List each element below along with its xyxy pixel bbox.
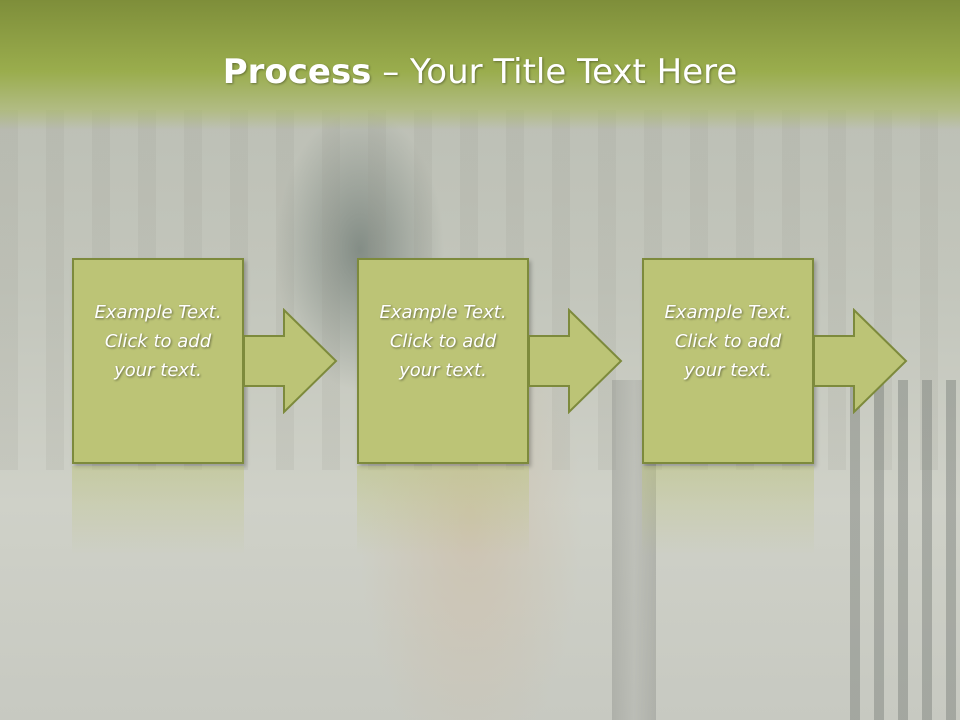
slide-title[interactable]: Process – Your Title Text Here: [0, 52, 960, 92]
title-bold: Process: [222, 52, 372, 92]
arrow-right-icon: [529, 308, 623, 414]
process-step-2[interactable]: Example Text. Click to add your text.: [357, 258, 529, 464]
arrow-right-icon: [814, 308, 908, 414]
step-1-text: Example Text. Click to add your text.: [94, 301, 222, 381]
step-3-text: Example Text. Click to add your text.: [664, 301, 792, 381]
title-banner: [0, 0, 960, 130]
background-railing: [850, 380, 960, 720]
process-step-1[interactable]: Example Text. Click to add your text.: [72, 258, 244, 464]
step-2-text: Example Text. Click to add your text.: [379, 301, 507, 381]
step-1-reflection: [72, 466, 244, 556]
step-3-reflection: [642, 466, 814, 556]
process-step-3[interactable]: Example Text. Click to add your text.: [642, 258, 814, 464]
arrow-right-icon: [244, 308, 338, 414]
title-rest: – Your Title Text Here: [371, 52, 738, 92]
step-2-reflection: [357, 466, 529, 556]
